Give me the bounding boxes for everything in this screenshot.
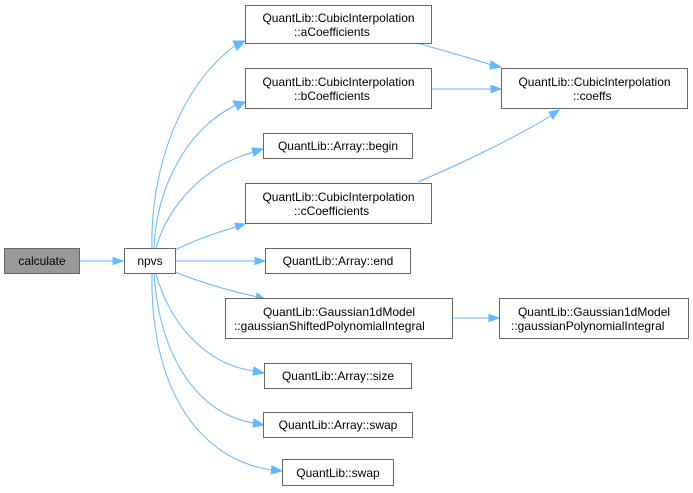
- node-shifted-integral[interactable]: QuantLib::Gaussian1dModel ::gaussianShif…: [225, 298, 453, 339]
- edge-a-coefficients-coeffs-arrowhead: [489, 60, 503, 70]
- node-c-coefficients[interactable]: QuantLib::CubicInterpolation ::cCoeffici…: [245, 183, 432, 224]
- node-npvs[interactable]: npvs: [124, 248, 176, 274]
- node-quantlib-swap-label: QuantLib::swap: [296, 465, 380, 480]
- edge-c-coefficients-coeffs-arrowhead: [548, 109, 561, 120]
- edge-npvs-array-size: [155, 273, 255, 372]
- edge-npvs-array-size-arrowhead: [252, 366, 266, 376]
- node-polynomial-integral[interactable]: QuantLib::Gaussian1dModel ::gaussianPoly…: [499, 298, 689, 339]
- node-array-begin[interactable]: QuantLib::Array::begin: [263, 133, 413, 159]
- node-a-coefficients-line1: QuantLib::CubicInterpolation: [262, 10, 415, 25]
- edge-npvs-a-coefficients: [151, 44, 237, 249]
- edge-a-coefficients-coeffs: [419, 43, 493, 66]
- edge-npvs-b-coefficients-arrowhead: [232, 100, 247, 111]
- node-c-coefficients-line1: QuantLib::CubicInterpolation: [262, 189, 415, 204]
- edge-npvs-array-swap: [153, 273, 255, 424]
- edge-calculate-npvs-arrowhead: [112, 256, 125, 266]
- edge-npvs-shifted-integral: [174, 271, 259, 298]
- node-coeffs[interactable]: QuantLib::CubicInterpolation ::coeffs: [501, 68, 688, 109]
- edge-npvs-a-coefficients-arrowhead: [232, 40, 247, 51]
- node-array-end[interactable]: QuantLib::Array::end: [265, 248, 411, 274]
- node-calculate-label: calculate: [18, 254, 66, 268]
- node-c-coefficients-line2: ::cCoefficients: [294, 203, 370, 218]
- node-array-end-label: QuantLib::Array::end: [282, 254, 394, 268]
- node-coeffs-line2: ::coeffs: [573, 88, 612, 103]
- edge-npvs-b-coefficients: [153, 104, 237, 249]
- edge-c-coefficients-coeffs: [417, 114, 553, 183]
- node-b-coefficients-line2: ::bCoefficients: [294, 88, 370, 103]
- node-npvs-label: npvs: [137, 254, 163, 268]
- node-polynomial-integral-line2: ::gaussianPolynomialIntegral: [511, 318, 665, 333]
- node-polynomial-integral-line1: QuantLib::Gaussian1dModel: [517, 304, 671, 319]
- node-quantlib-swap[interactable]: QuantLib::swap: [282, 459, 394, 486]
- edge-npvs-array-swap-arrowhead: [252, 418, 266, 428]
- node-a-coefficients[interactable]: QuantLib::CubicInterpolation ::aCoeffici…: [245, 5, 432, 44]
- node-shifted-integral-line1: QuantLib::Gaussian1dModel: [262, 304, 416, 319]
- edge-shifted-integral-polynomial-integral-arrowhead: [488, 313, 501, 323]
- edge-npvs-quantlib-swap: [151, 273, 273, 471]
- edge-npvs-quantlib-swap-arrowhead: [270, 465, 284, 475]
- node-b-coefficients[interactable]: QuantLib::CubicInterpolation ::bCoeffici…: [245, 68, 432, 109]
- edge-b-coefficients-coeffs-arrowhead: [490, 84, 503, 94]
- node-array-swap-label: QuantLib::Array::swap: [278, 418, 398, 432]
- node-b-coefficients-line1: QuantLib::CubicInterpolation: [262, 74, 415, 89]
- node-coeffs-line1: QuantLib::CubicInterpolation: [518, 74, 671, 89]
- edge-npvs-c-coefficients-arrowhead: [234, 222, 247, 231]
- edge-npvs-array-begin: [155, 151, 255, 249]
- node-array-begin-label: QuantLib::Array::begin: [277, 139, 399, 153]
- node-shifted-integral-line2: ::gaussianShiftedPolynomialIntegral: [234, 318, 425, 333]
- node-a-coefficients-line2: ::aCoefficients: [294, 24, 370, 39]
- node-array-size[interactable]: QuantLib::Array::size: [264, 363, 412, 389]
- node-calculate: calculate: [4, 248, 80, 274]
- edge-npvs-array-end-arrowhead: [254, 256, 267, 266]
- edge-npvs-array-begin-arrowhead: [251, 147, 265, 157]
- node-array-size-label: QuantLib::Array::size: [281, 369, 395, 383]
- node-array-swap[interactable]: QuantLib::Array::swap: [263, 412, 413, 438]
- edge-npvs-c-coefficients: [174, 226, 237, 251]
